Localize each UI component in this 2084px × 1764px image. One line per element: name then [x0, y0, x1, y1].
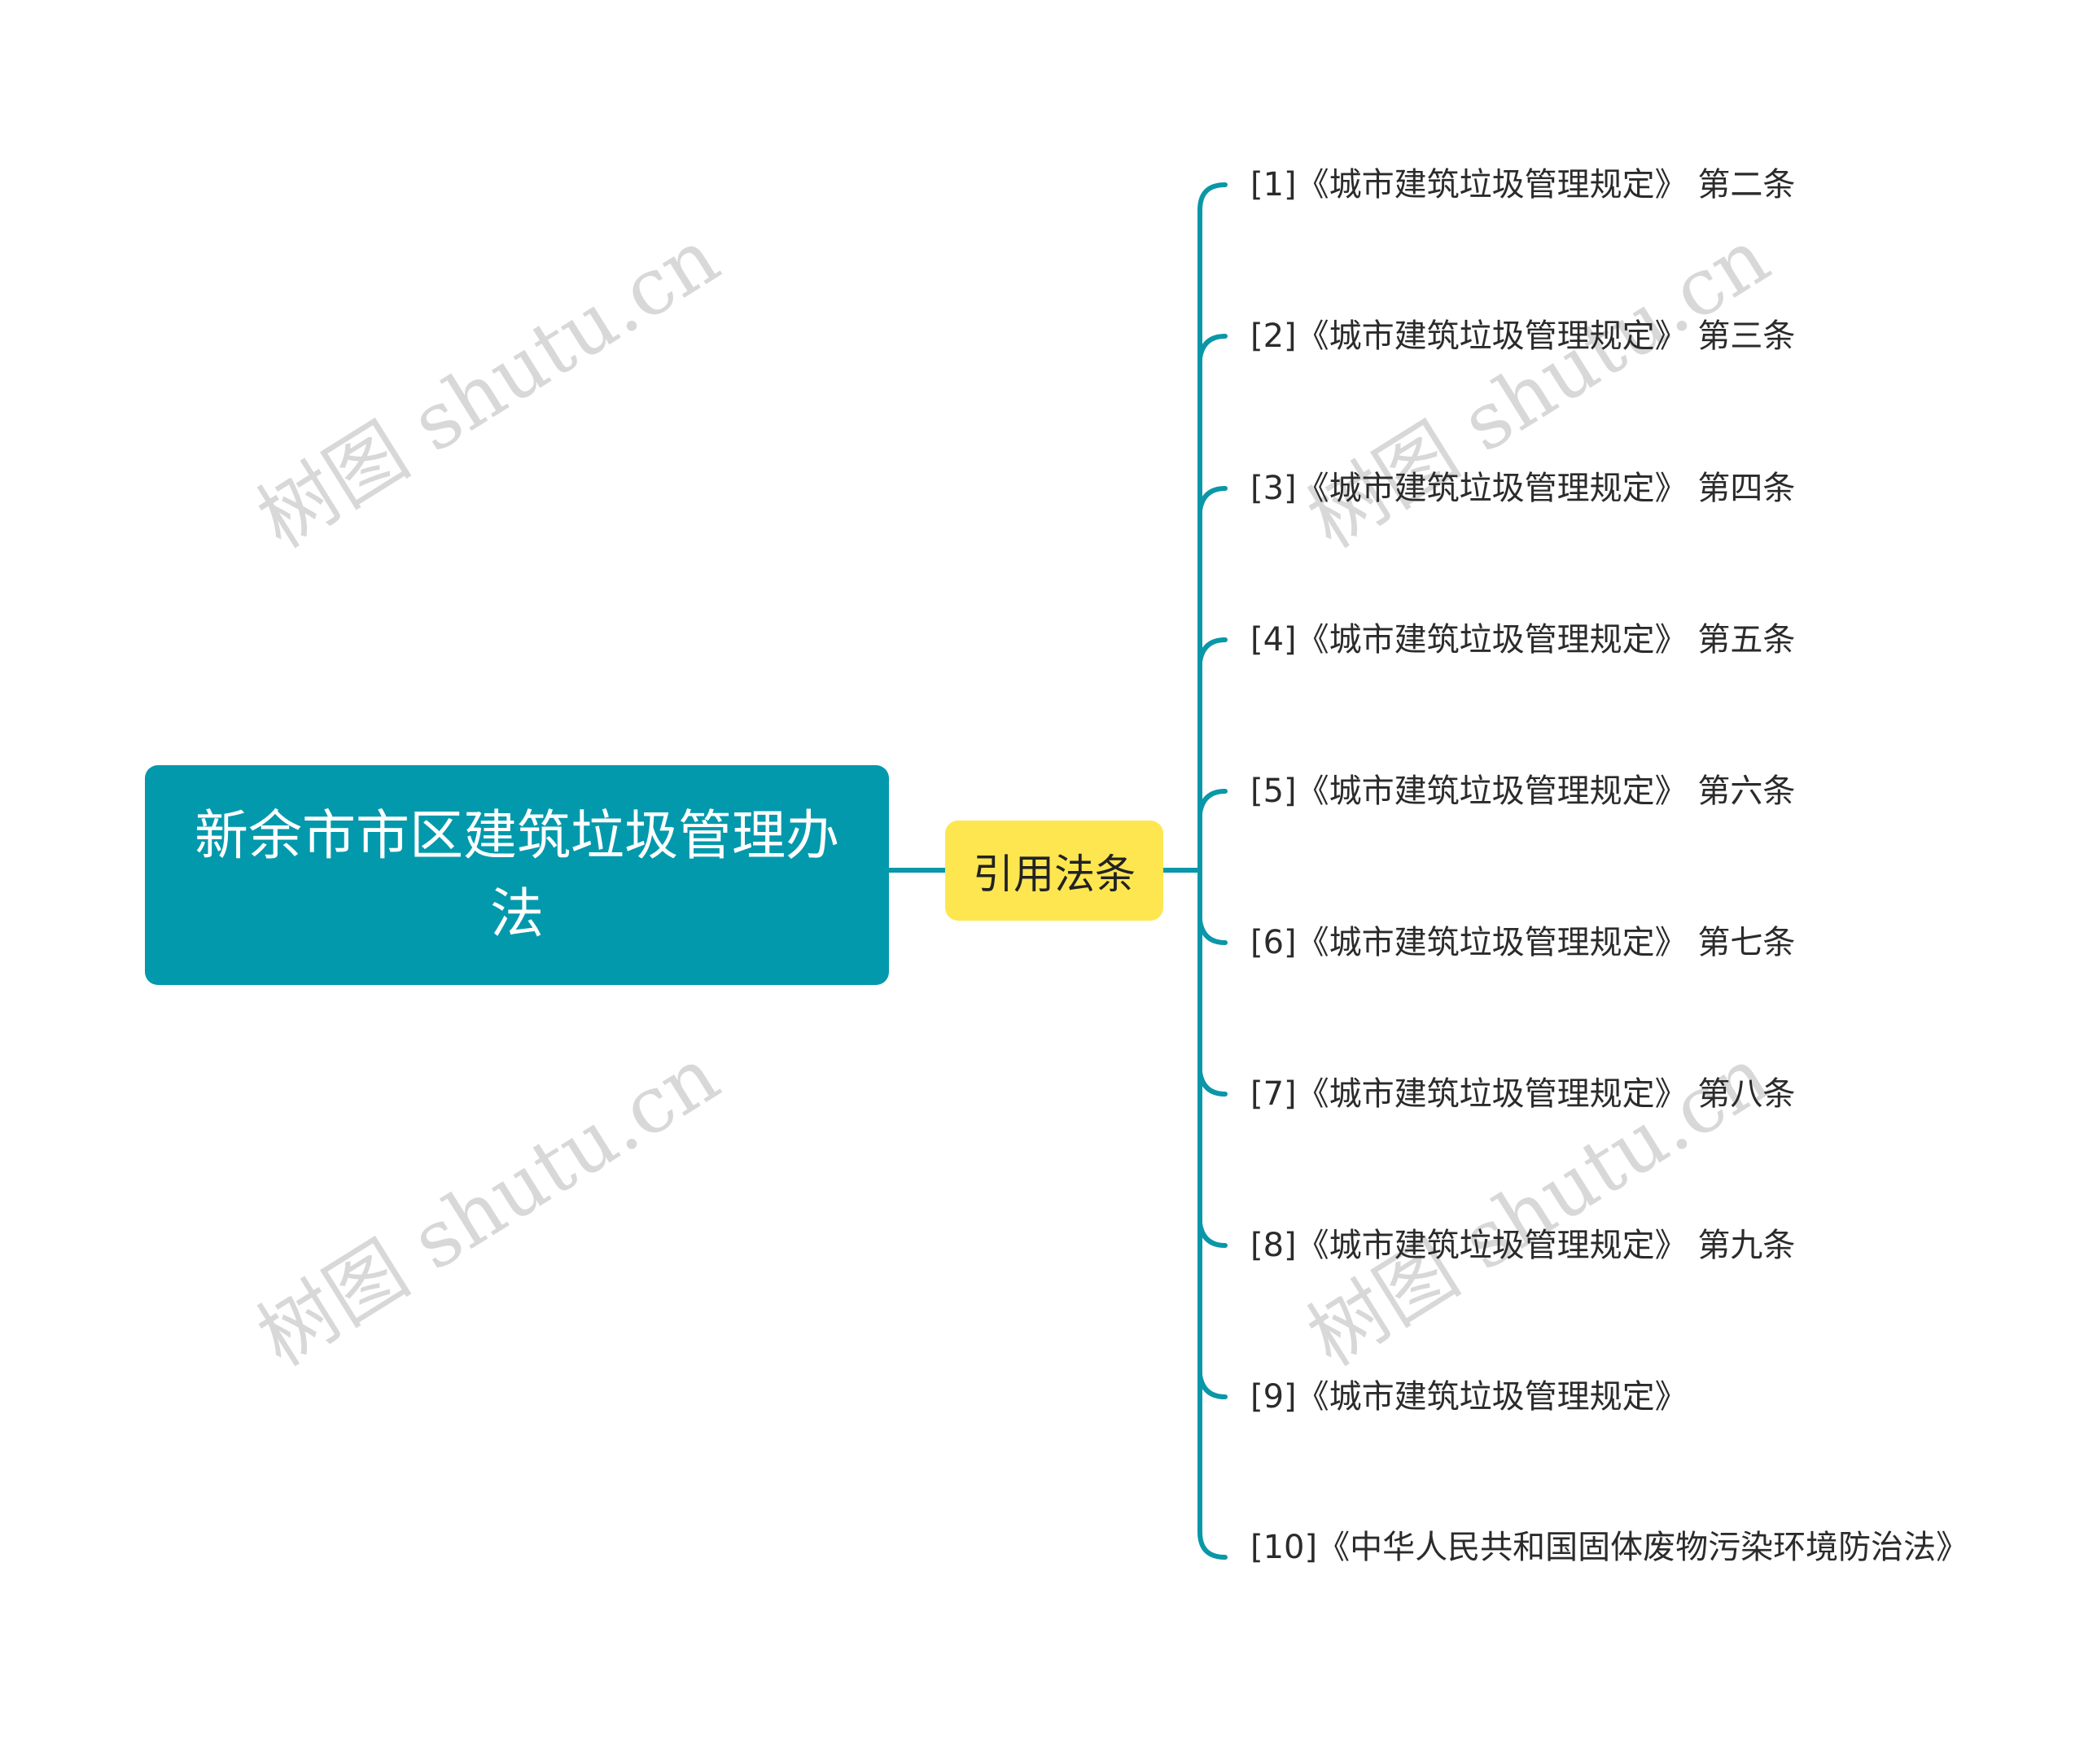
leaf-topic[interactable]: [9]《城市建筑垃圾管理规定》 [1250, 1378, 1688, 1416]
leaf-topic[interactable]: [3]《城市建筑垃圾管理规定》 第四条 [1250, 470, 1796, 507]
leaf-topic[interactable]: [4]《城市建筑垃圾管理规定》 第五条 [1250, 621, 1796, 659]
branch-topic-cited-laws[interactable]: 引用法条 [945, 821, 1163, 921]
root-topic-label: 新余市市区建筑垃圾管理办法 [195, 804, 839, 945]
leaf-topic[interactable]: [10]《中华人民共和国固体废物污染环境防治法》 [1250, 1529, 1969, 1566]
branch-topic-label: 引用法条 [973, 850, 1136, 898]
leaf-topic[interactable]: [5]《城市建筑垃圾管理规定》 第六条 [1250, 773, 1796, 810]
leaf-topic[interactable]: [6]《城市建筑垃圾管理规定》 第七条 [1250, 924, 1796, 961]
leaf-topic[interactable]: [7]《城市建筑垃圾管理规定》 第八条 [1250, 1075, 1796, 1113]
root-topic[interactable]: 新余市市区建筑垃圾管理办法 [145, 765, 889, 985]
leaf-topic[interactable]: [1]《城市建筑垃圾管理规定》 第二条 [1250, 166, 1796, 204]
leaf-topic[interactable]: [2]《城市建筑垃圾管理规定》 第三条 [1250, 317, 1796, 355]
leaf-topic[interactable]: [8]《城市建筑垃圾管理规定》 第九条 [1250, 1227, 1796, 1264]
